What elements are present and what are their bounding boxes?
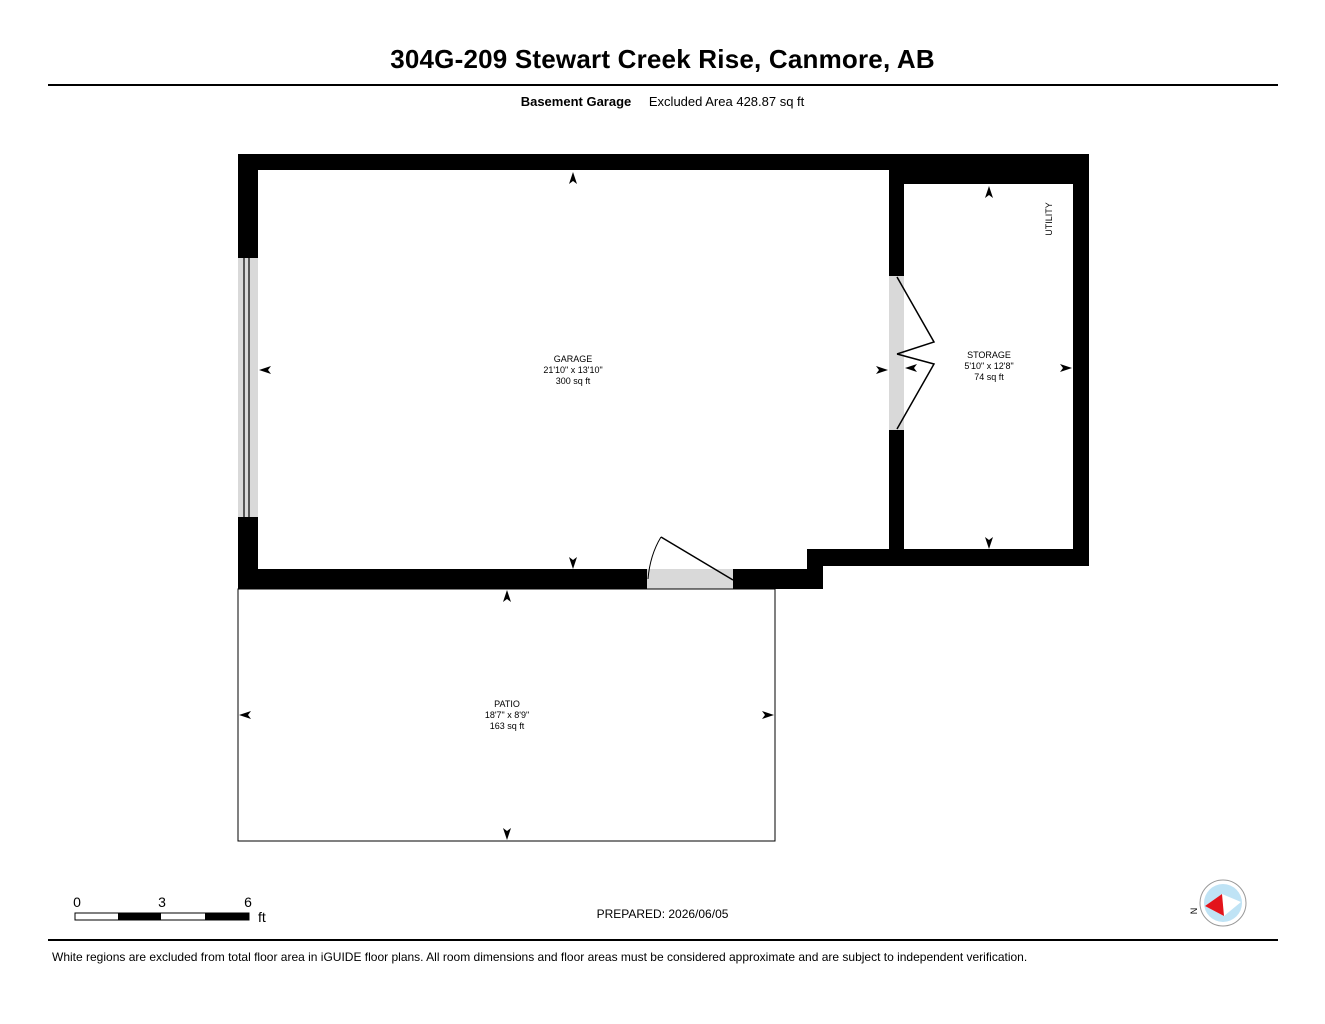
scale-tick-label: 0	[73, 894, 81, 910]
room-storage-label: STORAGE 5'10" x 12'8" 74 sq ft	[964, 350, 1013, 382]
floor-name: Basement Garage	[520, 94, 632, 109]
door-swings	[647, 276, 936, 581]
arrow-storage-bottom	[985, 537, 993, 549]
page-title: 304G-209 Stewart Creek Rise, Canmore, AB	[390, 44, 935, 74]
storage-door-leaf-upper	[896, 276, 936, 355]
room-area: 300 sq ft	[556, 376, 591, 386]
compass-needle-north	[1205, 894, 1224, 916]
arrow-garage-left	[259, 366, 271, 374]
room-name: STORAGE	[967, 350, 1011, 360]
door-opening-storage	[889, 276, 904, 430]
scale-unit: ft	[258, 909, 266, 925]
arrow-garage-top	[569, 172, 577, 184]
compass-icon: N	[1189, 879, 1247, 927]
wall-left-upper	[238, 154, 258, 258]
scale-bar-segment	[205, 913, 249, 920]
arrow-patio-bottom	[503, 828, 511, 840]
partition-lower	[889, 430, 904, 566]
wall-bottom-right	[733, 569, 823, 589]
garage-door-leaf	[660, 536, 734, 581]
floor-summary: Basement Garage Excluded Area 428.87 sq …	[0, 94, 1325, 109]
dimension-arrows	[239, 172, 1072, 840]
room-garage-label: GARAGE 21'10" x 13'10" 300 sq ft	[543, 354, 602, 386]
room-dimensions: 18'7" x 8'9"	[485, 710, 529, 720]
door-opening-garage	[647, 569, 733, 589]
room-name: PATIO	[494, 699, 520, 709]
arrow-garage-bottom	[569, 557, 577, 569]
scale-tick-label: 6	[244, 894, 252, 910]
arrow-patio-right	[762, 711, 774, 719]
room-name: GARAGE	[554, 354, 593, 364]
room-area: 74 sq ft	[974, 372, 1004, 382]
garage-door-arc	[647, 536, 662, 580]
room-patio-label: PATIO 18'7" x 8'9" 163 sq ft	[485, 699, 529, 731]
arrow-garage-right	[876, 366, 888, 374]
arrow-patio-top	[503, 590, 511, 602]
prepared-date: PREPARED: 2026/06/05	[596, 907, 729, 921]
room-dimensions: 5'10" x 12'8"	[964, 361, 1013, 371]
wall-storage-bottom	[807, 549, 1089, 566]
patio-outline	[237, 588, 776, 842]
wall-top	[238, 154, 1089, 170]
compass-north-letter: N	[1189, 908, 1199, 915]
partition-upper	[889, 154, 904, 276]
arrow-patio-left	[239, 711, 251, 719]
room-area: 163 sq ft	[490, 721, 525, 731]
wall-storage-top	[889, 154, 1089, 184]
room-dimensions: 21'10" x 13'10"	[543, 365, 602, 375]
wall-right	[1073, 154, 1089, 566]
excluded-area: Excluded Area 428.87 sq ft	[648, 94, 805, 109]
arrow-storage-left	[905, 364, 917, 372]
footer-disclaimer: White regions are excluded from total fl…	[52, 950, 1028, 964]
utility-label: UTILITY	[1044, 202, 1054, 236]
storage-door-leaf-lower	[896, 353, 936, 430]
scale-bar-segment	[118, 913, 161, 920]
walls	[238, 154, 1089, 589]
wall-bottom-left	[238, 569, 647, 589]
arrow-storage-right	[1060, 364, 1072, 372]
footer-divider	[48, 939, 1278, 941]
arrow-storage-top	[985, 186, 993, 198]
window-left	[238, 258, 258, 517]
scale-bar: 0 3 6 ft	[73, 894, 266, 925]
openings	[238, 258, 904, 589]
header-divider	[48, 84, 1278, 86]
scale-tick-label: 3	[158, 894, 166, 910]
